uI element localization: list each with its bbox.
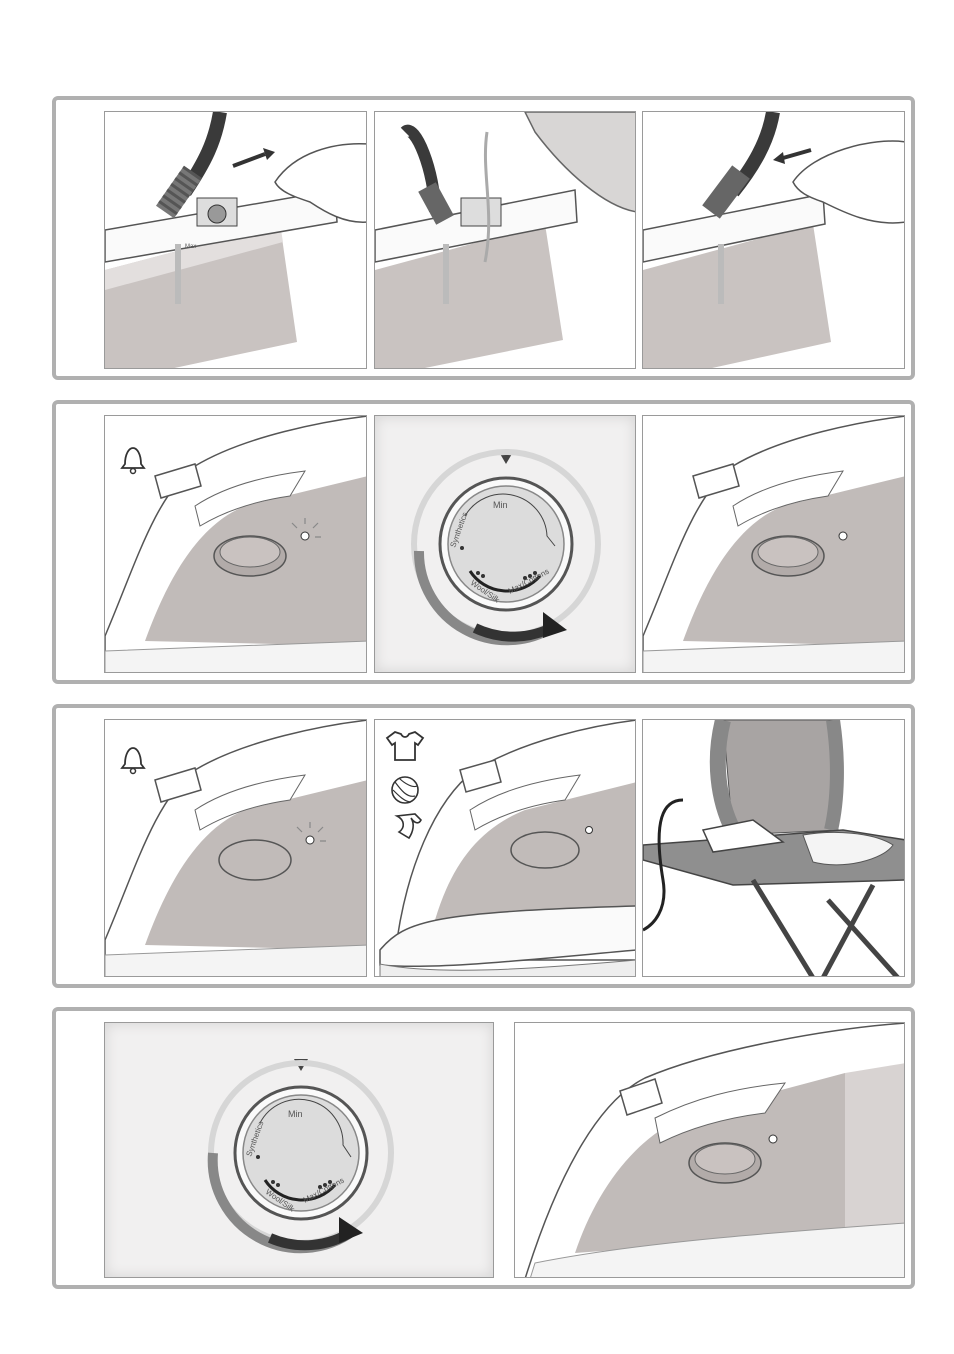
bell-icon [120, 747, 146, 775]
arrow-icon [339, 1217, 363, 1243]
step-panel-fill-tank: Max [52, 96, 915, 380]
illustration-open-filler-cap: Max [104, 111, 367, 369]
illustration-dial-to-min: Min Synthetics Wool/Silk Max/Cottons [104, 1022, 494, 1278]
illustration-iron-heating [104, 719, 367, 977]
illustration-close-filler-cap [642, 111, 905, 369]
tshirt-icon [385, 730, 425, 761]
arrow-icon [232, 148, 275, 168]
illustration-iron-light-off [642, 415, 905, 673]
tank-max-label: Max [185, 244, 196, 250]
illustration-person-ironing [642, 719, 905, 977]
step-panel-ironing [52, 704, 915, 988]
illustration-iron-standby [514, 1022, 905, 1278]
illustration-temperature-dial: Min Synthetics Wool/Silk Max/Cottons [374, 415, 636, 673]
silk-icon [394, 813, 422, 840]
wool-icon [391, 776, 419, 804]
illustration-pour-water [374, 111, 636, 369]
arrow-icon [773, 148, 812, 164]
illustration-fabric-settings [374, 719, 636, 977]
dial-min-label: Min [493, 500, 508, 510]
bell-icon [120, 447, 146, 475]
arrow-icon [543, 612, 567, 638]
illustration-iron-light-on [104, 415, 367, 673]
step-panel-turn-off: Min Synthetics Wool/Silk Max/Cottons [52, 1007, 915, 1289]
dial-min-label: Min [288, 1109, 303, 1119]
step-panel-set-temperature: Min Synthetics Wool/Silk Max/Cottons [52, 400, 915, 684]
